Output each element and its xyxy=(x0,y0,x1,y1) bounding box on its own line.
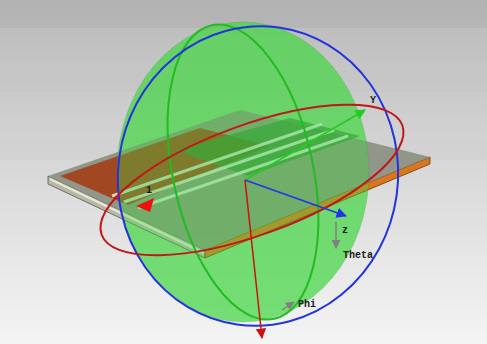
z-axis xyxy=(245,180,346,216)
theta-arrow xyxy=(335,222,337,248)
x-axis xyxy=(245,180,262,338)
angle-label: Theta xyxy=(343,251,373,261)
axis-label: Y xyxy=(370,96,376,106)
y-axis xyxy=(245,110,365,180)
theta-cut xyxy=(98,8,417,344)
phi-arrow xyxy=(282,302,294,310)
elevation-cut xyxy=(83,74,421,287)
radiation-pattern xyxy=(117,22,369,322)
port-marker xyxy=(136,198,154,212)
angle-label: Phi xyxy=(298,300,316,310)
port-number: 1 xyxy=(146,186,152,196)
axis-label: z xyxy=(342,226,348,236)
